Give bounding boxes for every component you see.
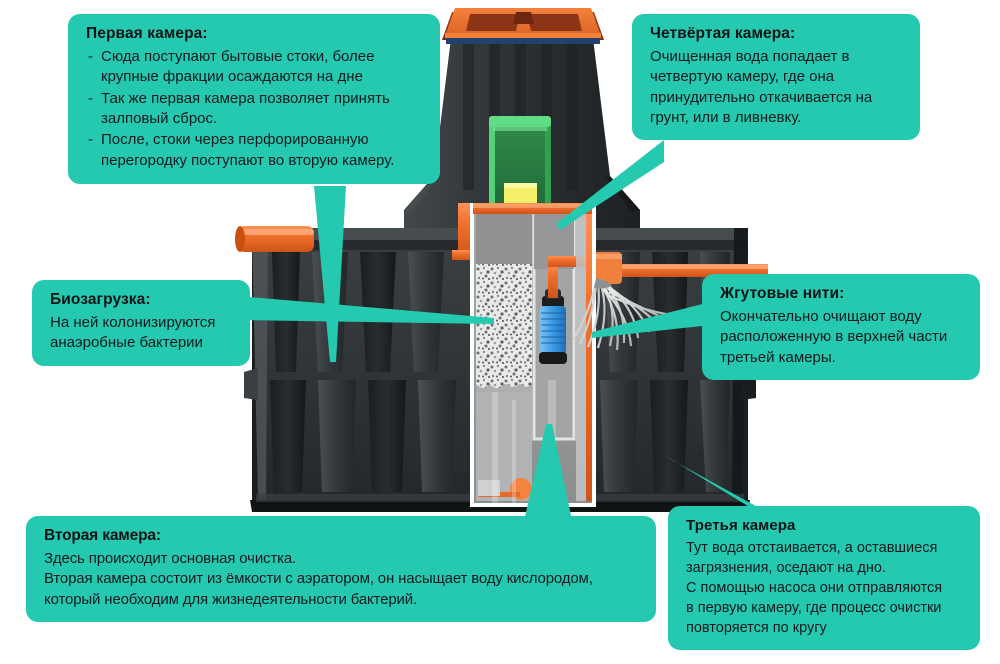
callout-line: Здесь происходит основная очистка. (44, 549, 297, 567)
bioloading-media (476, 264, 532, 384)
callout-first-chamber[interactable]: Первая камера: Сюда поступают бытовые ст… (68, 14, 440, 185)
leader-first-chamber (300, 186, 370, 366)
outlet-pipe (588, 264, 768, 277)
compressor-unit (489, 116, 551, 212)
callout-tow-threads-title: Жгутовые нити: (720, 285, 845, 302)
callout-line: Вторая камера состоит из ёмкости с аэрат… (44, 570, 593, 588)
tank-lid (442, 8, 604, 44)
callout-line: Тут вода отстаивается, а оставшиеся (686, 540, 938, 557)
callout-third-chamber-title: Третья камера (686, 517, 796, 534)
callout-line: С помощью насоса они отправляются (686, 580, 943, 597)
body-ribs-lower (270, 380, 730, 492)
callout-bioloading-title: Биозагрузка: (50, 291, 151, 308)
callout-line: в первую камеру, где процесс очистки (686, 600, 942, 617)
callout-line: загрязнения, оседают на дно. (686, 560, 886, 577)
callout-first-chamber-list: Сюда поступают бытовые стоки, более круп… (86, 47, 424, 171)
callout-line: На ней колонизируются (50, 313, 216, 331)
leader-third-chamber (666, 456, 776, 526)
callout-line: повторяется по кругу (686, 620, 827, 637)
submersible-pump (539, 289, 567, 364)
leader-bioloading (238, 294, 494, 332)
leader-tow-threads (590, 300, 720, 346)
leader-second-chamber (516, 424, 580, 532)
list-item: Так же первая камера позволяет принять з… (86, 89, 424, 130)
callout-line: принудительно откачивается на (650, 88, 873, 106)
cutaway-chambers (452, 203, 622, 507)
callout-line: четвертую камеру, где она (650, 68, 835, 86)
callout-line: грунт, или в ливневку. (650, 109, 802, 127)
callout-fourth-chamber-title: Четвёртая камера: (650, 25, 796, 42)
leader-fourth-chamber (556, 140, 666, 240)
list-item: После, стоки через перфорированную перег… (86, 130, 424, 171)
list-item: Сюда поступают бытовые стоки, более круп… (86, 47, 424, 88)
callout-second-chamber-title: Вторая камера: (44, 527, 161, 544)
callout-third-chamber[interactable]: Третья камера Тут вода отстаивается, а о… (668, 506, 980, 651)
airlift-pipework (548, 252, 622, 298)
callout-line: третьей камеры. (720, 348, 836, 366)
callout-line: расположенную в верхней части (720, 328, 948, 346)
callout-second-chamber[interactable]: Вторая камера: Здесь происходит основная… (26, 516, 656, 623)
callout-first-chamber-title: Первая камера: (86, 25, 208, 42)
callout-line: который необходим для жизнедеятельности … (44, 590, 418, 608)
callout-line: анаэробные бактерии (50, 334, 203, 352)
callout-tow-threads[interactable]: Жгутовые нити: Окончательно очищают воду… (702, 274, 980, 381)
callout-fourth-chamber[interactable]: Четвёртая камера: Очищенная вода попадае… (632, 14, 920, 141)
callout-line: Очищенная вода попадает в (650, 47, 850, 65)
callout-line: Окончательно очищают воду (720, 307, 922, 325)
callout-bioloading[interactable]: Биозагрузка: На ней колонизируются анаэр… (32, 280, 250, 366)
inlet-pipe (235, 226, 314, 252)
